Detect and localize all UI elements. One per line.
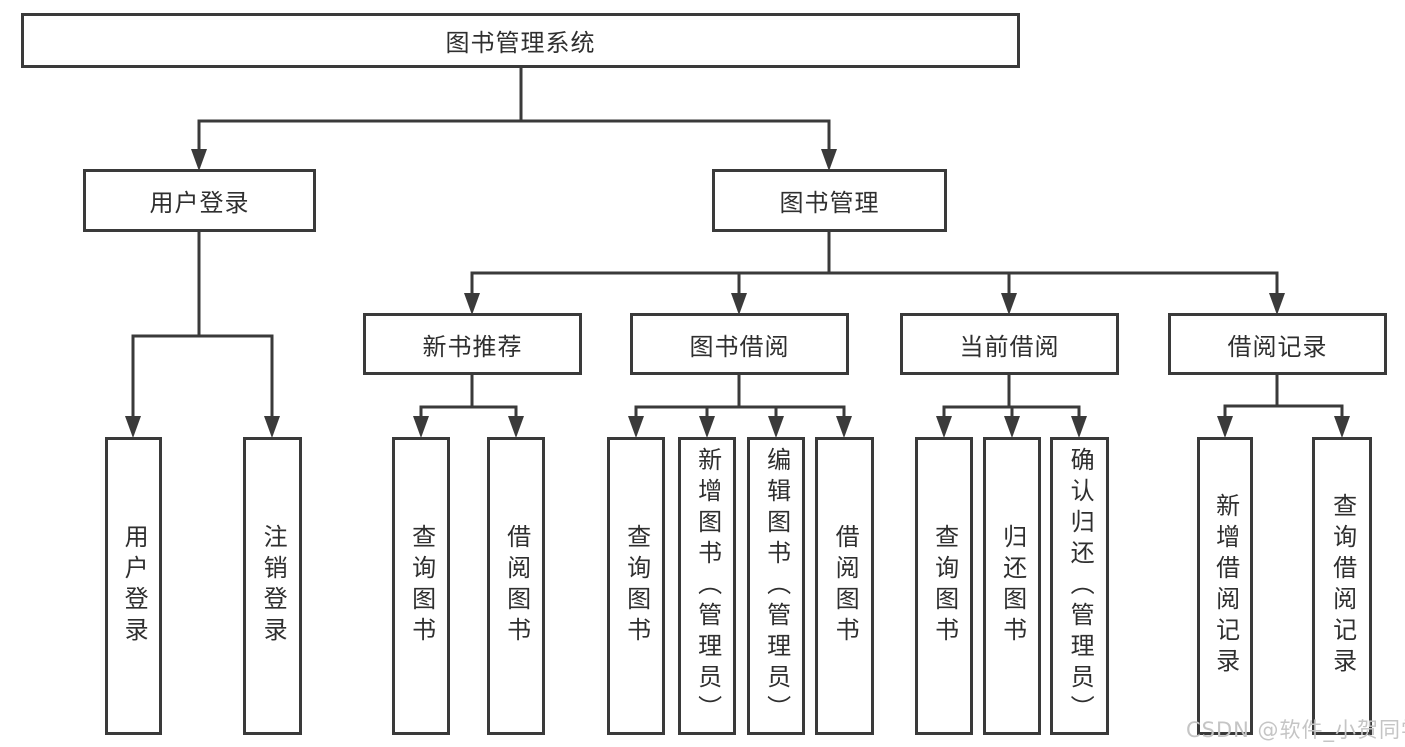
watermark: CSDN @软件_小贺同学 [1186,718,1405,742]
leaf-borrow-edit-books-admin: 编辑图书（管理员） [747,437,805,735]
connector-records-to-leaves [1223,373,1344,420]
leaf-label: 编辑图书（管理员） [762,446,791,726]
node-new-book-recommend: 新书推荐 [363,313,582,375]
leaf-label: 借阅图书 [831,524,860,648]
node-label: 图书借阅 [689,332,790,361]
leaf-borrow-borrow-books: 借阅图书 [815,437,874,735]
node-current-borrowing: 当前借阅 [900,313,1119,375]
node-book-management: 图书管理 [712,169,947,232]
leaf-label: 新增图书（管理员） [693,446,722,726]
leaf-records-query-record: 查询借阅记录 [1312,437,1372,735]
leaf-newbook-query-books: 查询图书 [392,437,450,735]
leaf-label: 确认归还（管理员） [1066,446,1095,726]
leaf-label: 查询图书 [622,524,651,648]
node-label: 新书推荐 [422,332,523,361]
leaf-label: 注销登录 [259,524,288,648]
connector-newbook-to-leaves [419,373,518,420]
node-label: 图书管理系统 [445,29,596,57]
leaf-label: 新增借阅记录 [1211,493,1240,679]
node-borrowing-records: 借阅记录 [1168,313,1387,375]
leaf-user-login: 用户登录 [105,437,162,735]
leaf-label: 归还图书 [998,524,1027,648]
node-label: 借阅记录 [1227,332,1328,361]
node-label: 当前借阅 [959,332,1060,361]
connector-bookmgmt-to-level2 [470,230,1279,296]
node-book-borrowing: 图书借阅 [630,313,849,375]
connector-userlogin-to-leaves [131,230,274,419]
leaf-current-return-books: 归还图书 [983,437,1041,735]
arrowheads [125,149,1350,438]
leaf-current-query-books: 查询图书 [915,437,973,735]
connector-root-to-level1 [197,66,831,152]
leaf-label: 用户登录 [120,524,149,648]
leaf-label: 查询图书 [407,524,436,648]
leaf-label: 查询图书 [930,524,959,648]
leaf-logout: 注销登录 [243,437,302,735]
leaf-newbook-borrow-books: 借阅图书 [487,437,545,735]
leaf-borrow-query-books: 查询图书 [607,437,665,735]
leaf-label: 借阅图书 [502,524,531,648]
node-label: 用户登录 [149,189,250,217]
node-label: 图书管理 [779,189,880,217]
leaf-borrow-add-books-admin: 新增图书（管理员） [678,437,736,735]
leaf-current-confirm-return-admin: 确认归还（管理员） [1050,437,1109,735]
node-root-system: 图书管理系统 [21,13,1020,68]
connector-borrow-to-leaves [634,373,846,420]
node-user-login: 用户登录 [83,169,316,232]
leaf-records-add-record: 新增借阅记录 [1197,437,1253,735]
connector-current-to-leaves [942,373,1081,420]
leaf-label: 查询借阅记录 [1328,493,1357,679]
